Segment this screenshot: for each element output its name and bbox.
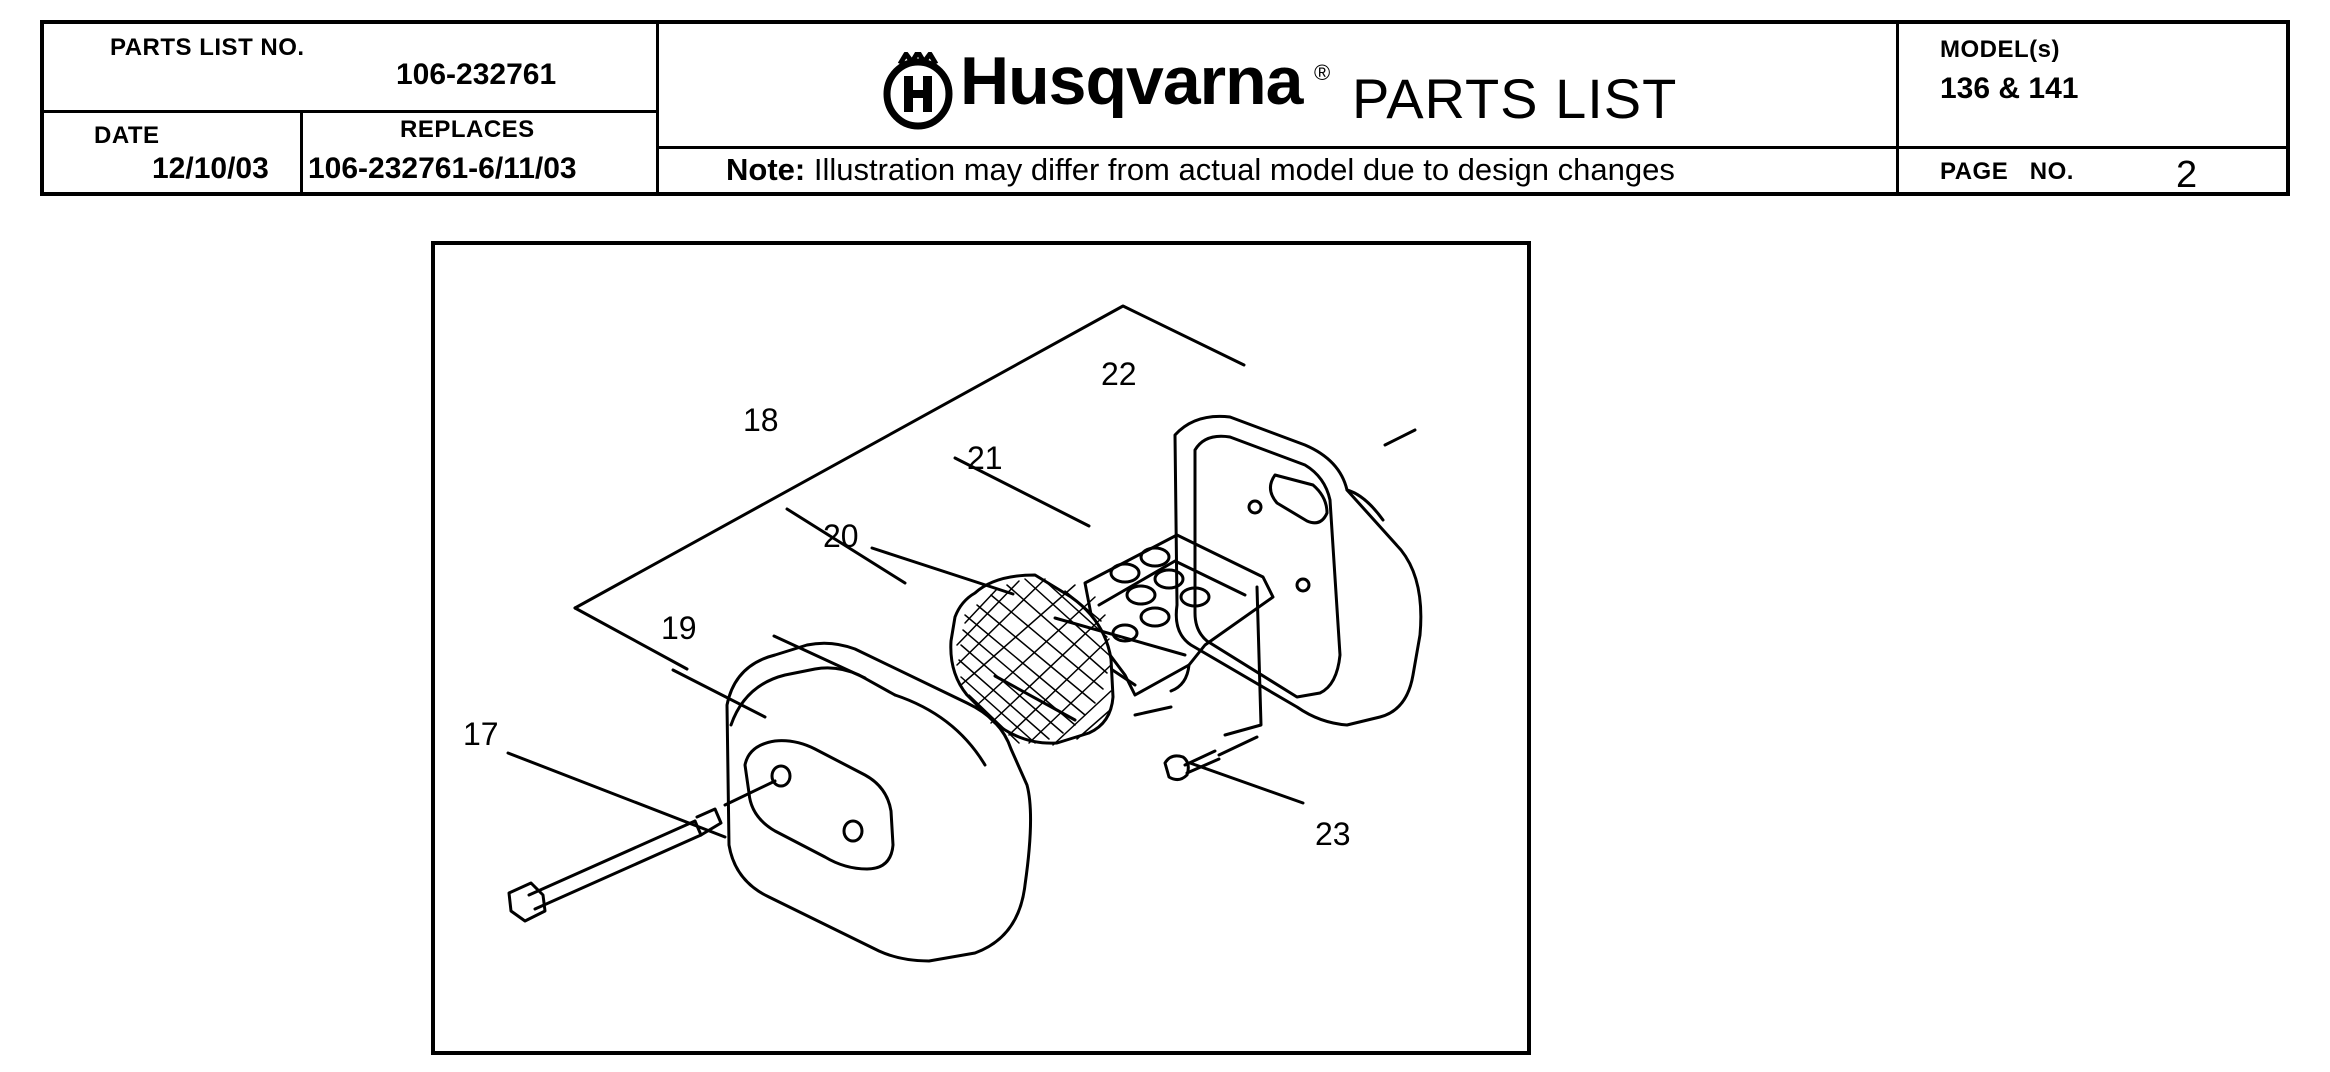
date-value: 12/10/03 [152,152,269,185]
parts-illustration: 17 18 19 20 21 22 23 [431,241,1531,1055]
document-title: PARTS LIST [1352,67,1678,130]
page-number: 2 [2176,154,2198,196]
cover-19 [725,641,1033,963]
divider [656,24,659,192]
divider [44,110,658,113]
note-text: Illustration may differ from actual mode… [805,152,1675,187]
callout-21: 21 [967,440,1003,476]
date-label: DATE [94,122,160,149]
replaces-label: REPLACES [400,116,535,143]
crown-h-icon [883,52,953,130]
parts-list-no: 106-232761 [396,58,557,91]
models-label: MODEL(s) [1940,36,2060,63]
divider [658,146,1898,149]
callout-23: 23 [1315,816,1351,852]
assembly-bracket [573,304,1246,610]
models-value: 136 & 141 [1940,72,2079,105]
registered-mark: ® [1314,60,1331,85]
cover-22 [1173,414,1423,727]
parts-list-header: PARTS LIST NO. 106-232761 DATE 12/10/03 … [40,20,2290,196]
callout-17: 17 [463,716,499,752]
replaces-value: 106-232761-6/11/03 [308,152,577,185]
note-label: Note: [726,152,806,187]
husqvarna-logo: Husqvarna ® [882,42,1582,138]
bolt-17 [527,819,703,911]
callout-20: 20 [823,518,859,554]
divider [300,112,303,192]
screw-23 [1163,754,1190,782]
divider [1898,146,2288,149]
parts-list-no-label: PARTS LIST NO. [110,34,305,61]
page-no-label: PAGE NO. [1940,158,2074,185]
callout-19: 19 [661,610,697,646]
exploded-view-diagram: 17 18 19 20 21 22 23 [463,304,1423,963]
callout-22: 22 [1101,356,1137,392]
design-note: Note: Illustration may differ from actua… [726,152,1675,188]
divider [1896,24,1899,192]
callout-18: 18 [743,402,779,438]
brand-name: Husqvarna [960,43,1303,119]
